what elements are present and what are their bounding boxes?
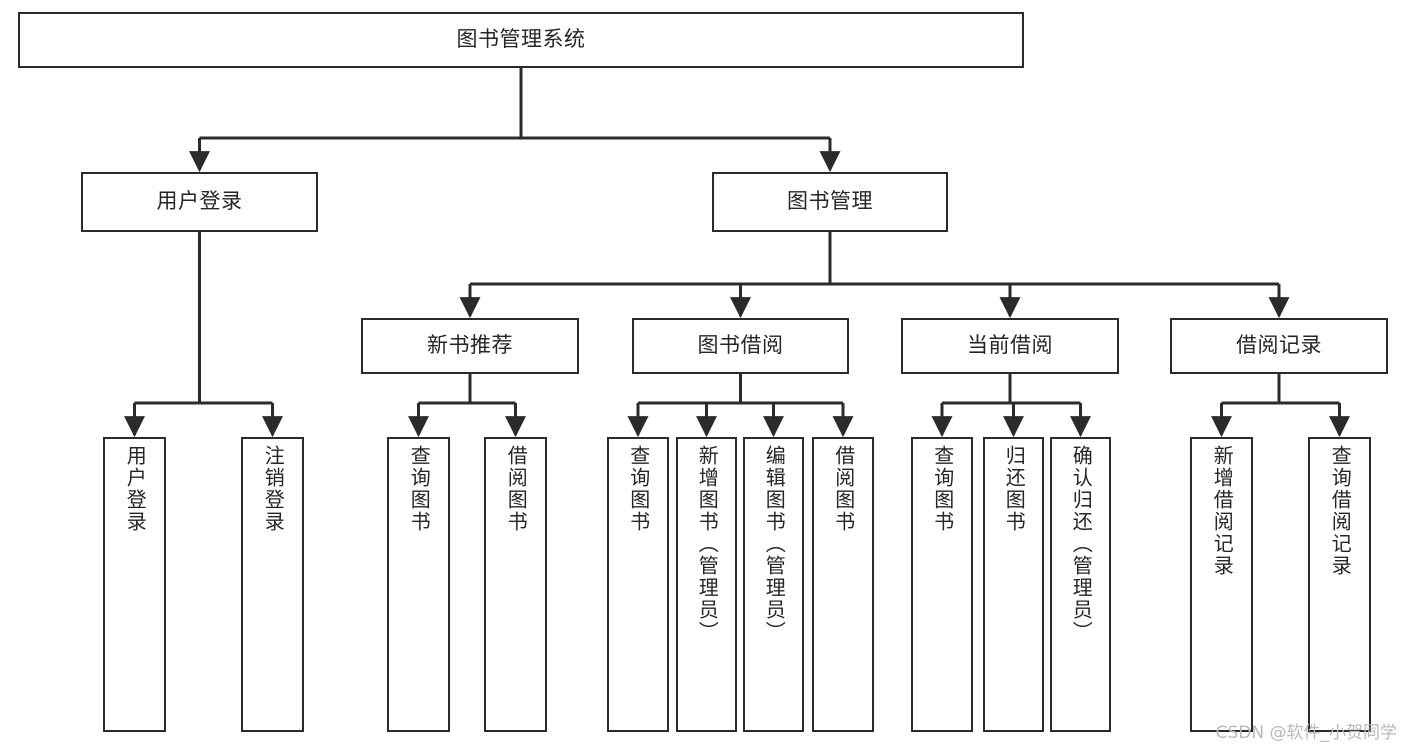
node-user-login[interactable]: 用户登录 <box>81 172 318 232</box>
node-label: 查询图书 <box>930 445 955 533</box>
node-current-borrow[interactable]: 当前借阅 <box>901 318 1119 374</box>
node-leaf-add-book[interactable]: 新增图书（管理员） <box>676 437 737 732</box>
node-label: 确认归还（管理员） <box>1069 445 1094 643</box>
node-leaf-return[interactable]: 归还图书 <box>983 437 1044 732</box>
node-leaf-query-2[interactable]: 查询图书 <box>607 437 669 732</box>
node-label: 用户登录 <box>123 445 148 533</box>
node-label: 查询借阅记录 <box>1328 445 1353 577</box>
node-label: 图书管理 <box>787 189 873 214</box>
node-leaf-edit-book[interactable]: 编辑图书（管理员） <box>743 437 804 732</box>
node-leaf-query-1[interactable]: 查询图书 <box>387 437 450 732</box>
edge-group <box>124 68 1350 438</box>
node-label: 用户登录 <box>156 189 243 214</box>
node-label: 当前借阅 <box>967 333 1053 358</box>
node-borrow-record[interactable]: 借阅记录 <box>1170 318 1388 374</box>
node-book-manage[interactable]: 图书管理 <box>712 172 948 232</box>
node-label: 借阅记录 <box>1236 333 1322 358</box>
node-leaf-add-rec[interactable]: 新增借阅记录 <box>1190 437 1253 732</box>
node-label: 借阅图书 <box>831 445 856 533</box>
node-leaf-borrow-2[interactable]: 借阅图书 <box>812 437 874 732</box>
node-label: 查询图书 <box>407 445 432 533</box>
node-label: 图书管理系统 <box>456 27 586 52</box>
node-leaf-borrow-1[interactable]: 借阅图书 <box>484 437 547 732</box>
node-label: 归还图书 <box>1002 445 1027 533</box>
node-new-book-rec[interactable]: 新书推荐 <box>361 318 579 374</box>
node-label: 新增借阅记录 <box>1210 445 1235 577</box>
node-label: 新书推荐 <box>427 333 513 358</box>
node-label: 查询图书 <box>626 445 651 533</box>
node-label: 图书借阅 <box>697 333 784 358</box>
node-leaf-query-3[interactable]: 查询图书 <box>911 437 973 732</box>
node-leaf-user-login[interactable]: 用户登录 <box>103 437 166 732</box>
node-label: 借阅图书 <box>504 445 529 533</box>
node-label: 编辑图书（管理员） <box>762 445 787 643</box>
node-leaf-query-rec[interactable]: 查询借阅记录 <box>1308 437 1371 732</box>
node-book-borrow[interactable]: 图书借阅 <box>632 318 849 374</box>
node-label: 注销登录 <box>261 445 286 533</box>
node-leaf-logout[interactable]: 注销登录 <box>241 437 304 732</box>
node-leaf-confirm[interactable]: 确认归还（管理员） <box>1050 437 1111 732</box>
node-root[interactable]: 图书管理系统 <box>18 12 1024 68</box>
node-label: 新增图书（管理员） <box>695 445 720 643</box>
